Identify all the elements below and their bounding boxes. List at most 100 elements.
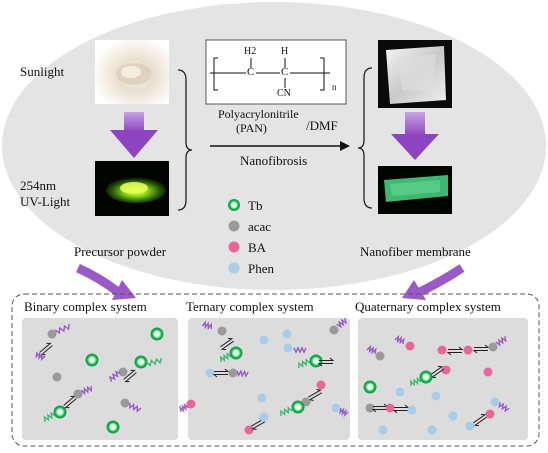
phen-molecule [431,391,441,401]
acac-molecule [228,368,238,378]
uv-label-line1: 254nm [20,178,57,193]
phen-molecule [378,425,388,435]
ligand-tail [108,370,121,382]
right-curved-arrow [417,264,465,297]
ligand-tail [201,320,212,331]
phen-molecule [448,411,458,421]
polymer-name-line2: (PAN) [236,121,267,135]
complex-systems-box [11,293,540,447]
process-arrow [210,141,350,151]
phen-molecule [257,393,267,403]
formula-c2: C [281,66,289,78]
tb-molecule [106,420,120,434]
molecule-layer [35,318,510,435]
ligand-tail [298,358,311,368]
ligand-tail [129,403,142,413]
tb-molecule [150,327,164,341]
tb-molecule [363,380,377,394]
phen-molecule [259,412,269,422]
formula-h2: H2 [244,46,257,57]
left-down-arrow [110,112,158,158]
tb-molecule [229,346,243,360]
ligand-tail [336,318,348,329]
nanofiber-label: Nanofiber membrane [360,244,471,259]
ligand-tail [280,406,293,416]
acac-molecule [365,403,375,413]
phen-molecule [407,405,417,415]
legend-label-phen: Phen [248,261,274,276]
ba-molecule [244,425,254,435]
phen-molecule [282,329,292,339]
ligand-tail [293,346,307,354]
acac-molecule [52,372,62,382]
phen-molecule [259,335,269,345]
ligand-tail [80,385,92,396]
acac-molecule [73,389,83,399]
ligand-tail [145,357,163,367]
membrane-sunlight-photo [378,40,452,108]
ba-molecule [485,409,495,419]
equilibrium-arrow [123,369,137,383]
quaternary-panel [358,318,528,440]
tb-molecule [419,370,433,384]
tb-molecule [53,405,67,419]
formula-cn: CN [277,88,291,99]
polymer-name-line1: Polyacrylonitrile [218,107,299,121]
acac-molecule [375,351,385,361]
ligand-tail [54,323,70,335]
acac-molecule [47,329,57,339]
ligand-tail [35,351,46,362]
ligand-tail [410,376,422,387]
powder-sunlight-photo [95,40,169,104]
equilibrium-arrow [212,368,230,378]
ligand-tail [178,402,189,413]
left-brace [177,69,193,211]
uv-label-line2: UV-Light [20,194,71,209]
solvent-label: /DMF [306,118,338,133]
phen-molecule [331,403,341,413]
sunlight-label: Sunlight [20,64,65,79]
equilibrium-arrow [472,344,490,354]
right-down-arrow [391,112,439,160]
ba-molecule [316,380,326,390]
tb-molecule [134,355,148,369]
phen-molecule [465,421,475,431]
phen-molecule [283,343,293,353]
ba-molecule [483,367,493,377]
process-label: Nanofibrosis [240,153,308,168]
ligand-tail [43,411,56,422]
phen-molecule [395,387,405,397]
equilibrium-arrow [446,346,464,356]
acac-molecule [118,367,128,377]
membrane-uv-photo [378,166,452,214]
acac-molecule [217,326,227,336]
acac-molecule [120,398,130,408]
ba-molecule [186,399,196,409]
right-brace [357,67,373,209]
tb-molecule [291,400,305,414]
equilibrium-arrow [392,404,410,414]
ternary-title: Ternary complex system [186,299,314,314]
ba-molecule [441,365,451,375]
pan-formula [205,39,347,105]
ternary-panel [188,318,350,440]
ba-molecule [405,341,415,351]
ba-molecule [437,345,447,355]
phen-molecule [427,425,437,435]
ligand-tail [394,334,405,345]
equilibrium-arrow [317,357,335,367]
quaternary-title: Quaternary complex system [355,299,501,314]
ligand-tail [338,407,349,418]
phen-molecule [205,368,215,378]
tb-molecule [85,353,99,367]
legend-label-tb: Tb [248,198,263,213]
legend-label-acac: acac [248,219,272,234]
ba-molecule [463,345,473,355]
ligand-tail [495,336,507,347]
formula-n: n [332,82,337,92]
formula-h: H [281,46,289,57]
equilibrium-arrow [473,413,487,427]
ligand-tail [236,369,249,378]
left-curved-arrow [76,263,121,296]
